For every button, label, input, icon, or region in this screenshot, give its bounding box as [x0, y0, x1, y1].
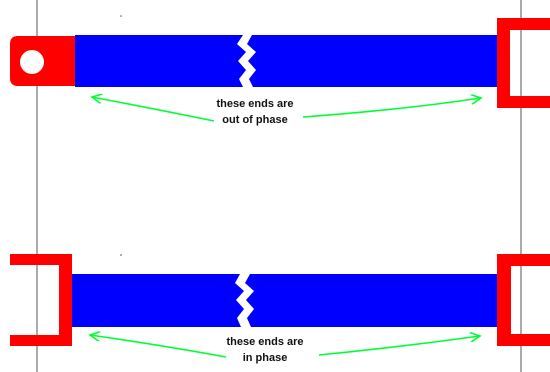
top-shaft-right-segment [247, 35, 497, 87]
top-right-yoke [497, 18, 550, 108]
bottom-right-yoke [497, 254, 550, 346]
top-caption: these ends are out of phase [165, 96, 345, 128]
bottom-caption-line1: these ends are [226, 336, 304, 348]
top-shaft-left-segment [75, 35, 246, 87]
top-left-arrow [92, 97, 215, 122]
top-caption-line2: out of phase [222, 114, 288, 126]
speck [120, 254, 122, 256]
bottom-caption: these ends are in phase [175, 334, 355, 366]
top-right-arrow [302, 98, 481, 118]
top-left-yoke-hole [20, 50, 44, 74]
bottom-right-arrow [318, 336, 480, 356]
top-caption-line1: these ends are [216, 98, 294, 110]
bottom-left-yoke [10, 254, 72, 346]
bottom-shaft-left-segment [72, 274, 244, 327]
top-shaft-assembly [10, 18, 550, 108]
bottom-left-arrow [90, 335, 227, 358]
speck [120, 15, 122, 17]
bottom-shaft-assembly [10, 254, 550, 346]
bottom-caption-line2: in phase [242, 352, 288, 364]
bottom-shaft-right-segment [245, 274, 497, 327]
